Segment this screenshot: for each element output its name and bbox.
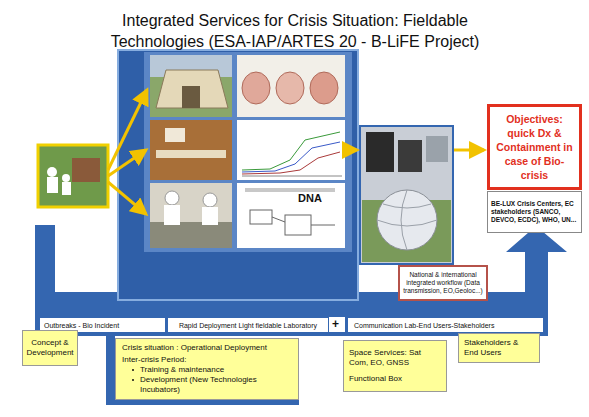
schematic-block xyxy=(250,210,272,224)
tent-shape xyxy=(156,70,228,108)
yellow-arrow xyxy=(108,90,147,170)
field-hut xyxy=(72,158,100,182)
chart-curve xyxy=(242,142,340,172)
people-photo xyxy=(150,183,232,248)
schematic-block xyxy=(285,215,311,235)
space-services-box: Space Services: Sat Com, EO, GNSS Functio… xyxy=(343,340,447,392)
suit-figure xyxy=(203,193,217,207)
phase-box: Communication Lab-End Users-Stakeholders xyxy=(348,318,543,332)
node-text: Stakeholders & End Users xyxy=(464,338,534,358)
plus-backdrop xyxy=(329,317,345,332)
schematic-line xyxy=(272,217,285,222)
bullet-dot xyxy=(132,369,134,371)
satcom-sphere xyxy=(377,190,437,250)
chart-curve xyxy=(242,152,340,174)
petri-dish xyxy=(242,72,270,104)
field-device xyxy=(426,136,448,162)
suit-figure xyxy=(47,177,58,193)
transport-case xyxy=(366,132,394,172)
node-text: Development (New Technologies Incubators… xyxy=(140,375,292,395)
suit-figure xyxy=(164,205,180,225)
node-text: Rapid Deployment Light fieldable Laborat… xyxy=(171,321,325,330)
lab-panel xyxy=(118,50,358,300)
petri-dish xyxy=(310,72,338,104)
bullet-row: Training & maintenance xyxy=(132,365,292,375)
node-text: Objectives: quick Dx & Containment in ca… xyxy=(493,112,576,182)
lab-panel-inner xyxy=(144,52,352,252)
yellow-arrow xyxy=(346,149,357,152)
illustration-label: DNA xyxy=(298,192,322,204)
stakeholder-box: Stakeholders & End Users xyxy=(458,333,540,363)
yellow-arrow xyxy=(108,182,146,214)
bullet-row: Development (New Technologies Incubators… xyxy=(132,375,292,395)
tent-photo xyxy=(150,55,232,117)
suit-figure xyxy=(62,182,71,195)
schematic-caption xyxy=(245,188,335,192)
chart-curve xyxy=(242,132,340,170)
petri-dish xyxy=(276,72,304,104)
node-text: Crisis situation : Operational Deploymen… xyxy=(122,343,292,353)
bullet-dot xyxy=(132,379,134,381)
suit-figure xyxy=(165,191,179,205)
suit-figure xyxy=(47,167,57,177)
node-text: Functional Box xyxy=(349,374,441,384)
node-text: National & international integrated work… xyxy=(403,271,483,295)
node-text: Communication Lab-End Users-Stakeholders xyxy=(354,321,537,330)
petri-photo xyxy=(237,55,345,117)
schematic-line xyxy=(311,225,335,226)
node-text: Concept & Development xyxy=(25,338,75,358)
lab-room-photo xyxy=(150,120,232,180)
stakeholder-box: BE-LUX Crisis Centers, EC stakeholders (… xyxy=(487,191,582,233)
field-photo xyxy=(38,145,108,207)
phase-box: Rapid Deployment Light fieldable Laborat… xyxy=(168,318,328,332)
lab-bench xyxy=(156,150,226,158)
suit-figure xyxy=(202,207,218,225)
concept-box: Concept & Development xyxy=(22,330,78,366)
plus-sign: + xyxy=(332,317,339,331)
node-text: Outbreaks - Bio Incident xyxy=(44,321,161,330)
deployment-box: Crisis situation : Operational Deploymen… xyxy=(115,338,299,400)
lab-window xyxy=(165,128,185,142)
people-table xyxy=(150,222,232,248)
node-text: Training & maintenance xyxy=(140,365,224,375)
tent-door xyxy=(182,86,200,108)
node-text: BE-LUX Crisis Centers, EC stakeholders (… xyxy=(491,200,578,224)
objective-box: Objectives: quick Dx & Containment in ca… xyxy=(487,104,582,190)
yellow-arrow xyxy=(454,149,484,152)
sphere-seams xyxy=(377,190,437,250)
yellow-arrow xyxy=(108,150,146,176)
transport-case xyxy=(398,140,422,172)
chart-axis xyxy=(242,176,342,177)
suit-figure xyxy=(62,174,70,182)
pcr-chart xyxy=(237,120,345,180)
equipment-panel xyxy=(360,126,453,264)
dna-schematic xyxy=(237,183,345,248)
node-text: Inter-crisis Period: xyxy=(122,355,292,365)
node-text: Space Services: Sat Com, EO, GNSS xyxy=(349,348,441,368)
diagram-title: Integrated Services for Crisis Situation… xyxy=(85,10,505,52)
workflow-box: National & international integrated work… xyxy=(398,265,488,301)
